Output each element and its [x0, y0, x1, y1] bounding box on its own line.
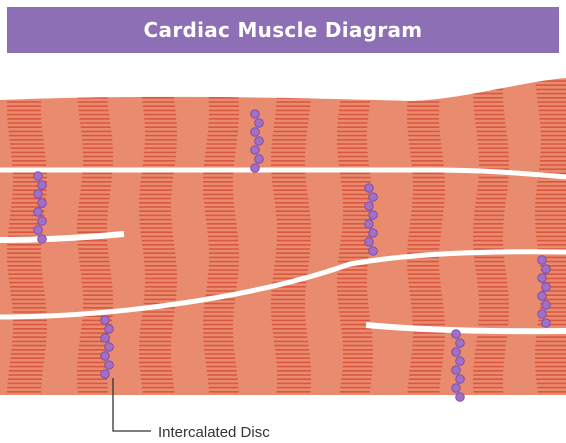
- disc-dot: [542, 265, 551, 274]
- disc-dot: [251, 110, 260, 119]
- disc-dot: [101, 334, 110, 343]
- disc-dot: [365, 202, 374, 211]
- disc-dot: [456, 393, 465, 402]
- disc-dot: [251, 128, 260, 137]
- disc-dot: [456, 339, 465, 348]
- disc-dot: [105, 343, 114, 352]
- disc-dot: [38, 199, 47, 208]
- disc-dot: [369, 229, 378, 238]
- disc-dot: [251, 146, 260, 155]
- disc-dot: [101, 316, 110, 325]
- disc-dot: [38, 235, 47, 244]
- disc-dot: [105, 325, 114, 334]
- disc-dot: [38, 217, 47, 226]
- disc-dot: [369, 193, 378, 202]
- disc-dot: [255, 137, 264, 146]
- disc-dot: [365, 238, 374, 247]
- disc-dot: [255, 119, 264, 128]
- disc-dot: [365, 184, 374, 193]
- disc-dot: [456, 375, 465, 384]
- disc-dot: [34, 190, 43, 199]
- disc-dot: [369, 211, 378, 220]
- intercalated-disc-label: Intercalated Disc: [158, 424, 270, 441]
- disc-dot: [538, 310, 547, 319]
- disc-dot: [538, 256, 547, 265]
- muscle-tissue: [0, 60, 566, 400]
- disc-dot: [538, 274, 547, 283]
- disc-dot: [369, 247, 378, 256]
- disc-dot: [34, 172, 43, 181]
- disc-dot: [542, 283, 551, 292]
- disc-dot: [456, 357, 465, 366]
- disc-dot: [542, 301, 551, 310]
- disc-dot: [365, 220, 374, 229]
- disc-dot: [255, 155, 264, 164]
- disc-dot: [538, 292, 547, 301]
- disc-dot: [34, 208, 43, 217]
- disc-dot: [452, 330, 461, 339]
- disc-dot: [452, 384, 461, 393]
- disc-dot: [542, 319, 551, 328]
- disc-dot: [101, 352, 110, 361]
- disc-dot: [34, 226, 43, 235]
- disc-dot: [251, 164, 260, 173]
- disc-dot: [452, 348, 461, 357]
- disc-dot: [105, 361, 114, 370]
- disc-dot: [452, 366, 461, 375]
- disc-dot: [101, 370, 110, 379]
- striations: [7, 60, 566, 396]
- disc-dot: [38, 181, 47, 190]
